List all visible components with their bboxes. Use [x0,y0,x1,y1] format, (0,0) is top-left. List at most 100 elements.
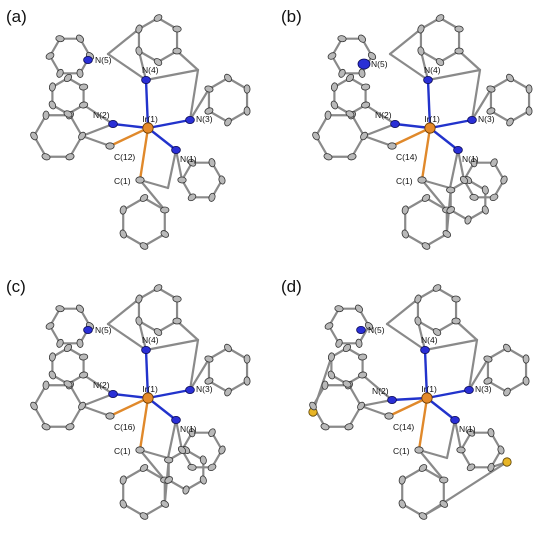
bond [188,357,211,392]
carbon-atom [481,205,489,215]
ir-bond [417,396,429,452]
ir-bond [146,126,178,152]
bond [166,418,178,460]
carbon-atom [153,14,163,22]
carbon-atom [466,428,476,437]
ir-bond [111,122,150,130]
carbon-atom [243,376,251,386]
carbon-atom [218,445,226,455]
carbon-atom [204,355,214,363]
label-n1: N(1) [180,424,197,434]
label-ir: Ir(1) [142,384,158,394]
bond [82,373,115,396]
carbon-atom [48,370,57,380]
carbon-atom [172,317,182,325]
carbon-atom [490,158,498,168]
carbon-atom [481,185,489,195]
carbon-atom [224,387,232,397]
carbon-atom [384,412,394,420]
nitrogen-atom-n5 [83,325,93,334]
bond [142,232,166,248]
label-n5: N(5) [95,55,112,65]
carbon-atom [506,117,514,127]
bond [68,384,84,408]
carbon-atom [338,68,346,78]
nitrogen-atom-n3 [185,116,195,125]
bond [423,338,479,352]
label-c-bridge: C(16) [114,422,135,432]
carbon-atom [342,343,352,353]
bond [68,114,84,138]
carbon-atom [79,353,89,361]
ir-bond [426,78,432,130]
bond [166,148,178,190]
bond [188,68,200,122]
carbon-atom [417,24,425,34]
ir-bond [387,396,429,418]
label-c1: C(1) [114,176,131,186]
label-c1: C(1) [114,446,131,456]
carbon-atom [439,500,449,508]
carbon-atom [79,371,89,379]
carbon-atom [75,304,85,313]
carbon-atom [398,499,406,509]
label-n4: N(4) [142,335,159,345]
bond [175,49,200,72]
label-n3: N(3) [475,384,492,394]
carbon-atom [199,475,207,485]
ir-bond [138,126,150,182]
bond [420,178,448,212]
ir-bond [108,396,150,418]
nitrogen-atom-n2 [387,395,397,404]
carbon-atom [177,445,187,455]
carbon-atom [418,512,428,520]
bond [420,178,452,190]
carbon-atom [208,428,216,438]
carbon-atom [243,84,251,94]
carbon-atom [324,322,334,330]
bond [175,319,200,342]
label-ir: Ir(1) [424,114,440,124]
bond [142,502,166,518]
carbon-atom [454,25,464,33]
carbon-atom [469,193,479,201]
carbon-atom [243,354,251,364]
carbon-atom [414,294,422,304]
carbon-atom [470,158,478,168]
carbon-atom [45,52,55,60]
carbon-atom [182,485,190,495]
carbon-atom [417,176,427,184]
ir-bond [138,396,150,452]
label-c-bridge: C(14) [396,152,417,162]
iridium-atom [424,122,436,134]
carbon-atom [361,83,371,91]
carbon-atom [55,35,65,43]
carbon-atom [347,153,357,161]
carbon-atom [466,463,476,472]
bond [106,322,148,352]
nitrogen-atom-n4 [141,345,151,354]
label-n3: N(3) [478,114,495,124]
carbon-atom [345,73,355,83]
ir-bond [146,118,192,130]
bond [350,114,366,138]
panel-c: Ir(1)N(4)N(5)N(2)N(3)N(1)C(16)C(1)(c) [6,277,251,520]
carbon-atom [357,401,365,411]
carbon-atom [454,47,464,55]
bond [385,297,420,326]
iridium-atom [142,122,154,134]
carbon-atom [160,500,170,508]
carbon-atom [135,24,143,34]
label-n4: N(4) [421,335,438,345]
bond [421,460,509,518]
bond [470,87,493,122]
carbon-atom [367,52,377,60]
label-n5: N(5) [95,325,112,335]
carbon-atom [312,131,320,141]
carbon-atom [421,194,431,202]
carbon-atom [48,100,57,110]
panel-b: Ir(1)N(4)N(5)N(2)N(3)N(1)C(14)C(1)(b) [281,7,533,250]
carbon-atom [164,456,174,464]
carbon-atom [446,206,455,214]
